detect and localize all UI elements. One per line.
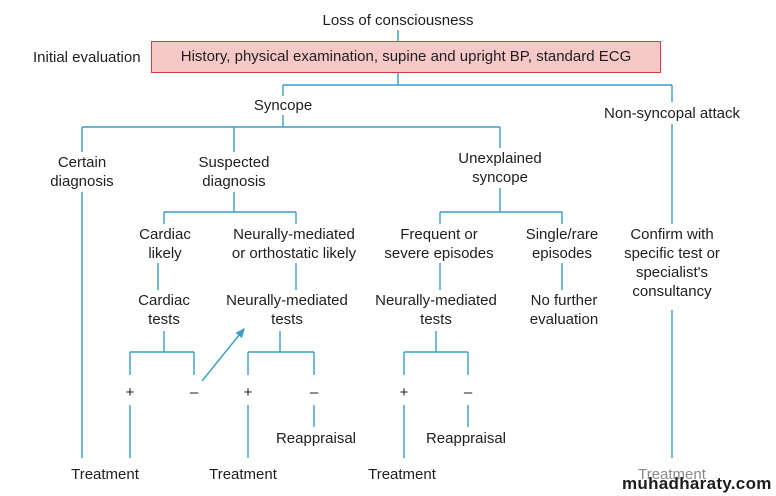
negative-sign: – <box>463 384 473 401</box>
watermark-text: muhadharaty.com <box>622 474 772 493</box>
unexplained-syncope-node: Unexplained syncope <box>458 150 542 186</box>
no-further-evaluation-node: No further evaluation <box>529 292 599 328</box>
neural-tests-node-left: Neurally-mediated tests <box>226 292 348 328</box>
initial-evaluation-label: Initial evaluation <box>33 49 141 66</box>
syncope-node: Syncope <box>253 97 313 114</box>
cardiac-likely-node: Cardiac likely <box>139 226 191 262</box>
negative-sign: – <box>189 384 199 401</box>
positive-sign: + <box>399 384 409 401</box>
treatment-node: Treatment <box>209 466 277 483</box>
single-episodes-node: Single/rare episodes <box>525 226 599 262</box>
certain-diagnosis-node: Certain diagnosis <box>50 154 114 190</box>
positive-sign: + <box>243 384 253 401</box>
retest-arrow <box>201 327 245 382</box>
cardiac-tests-node: Cardiac tests <box>138 292 190 328</box>
neural-likely-node: Neurally-mediated or orthostatic likely <box>231 226 357 262</box>
frequent-episodes-node: Frequent or severe episodes <box>384 226 494 262</box>
confirm-specific-test-node: Confirm with specific test or specialist… <box>624 226 720 300</box>
reappraisal-node: Reappraisal <box>275 430 357 447</box>
initial-evaluation-box: History, physical examination, supine an… <box>151 41 661 73</box>
non-syncopal-node: Non-syncopal attack <box>604 105 740 122</box>
treatment-node: Treatment <box>368 466 436 483</box>
negative-sign: – <box>309 384 319 401</box>
root-node: Loss of consciousness <box>322 12 474 29</box>
reappraisal-node: Reappraisal <box>425 430 507 447</box>
treatment-node: Treatment <box>71 466 139 483</box>
positive-sign: + <box>125 384 135 401</box>
neural-tests-node-right: Neurally-mediated tests <box>375 292 497 328</box>
suspected-diagnosis-node: Suspected diagnosis <box>198 154 270 190</box>
treatment-node: Treatment <box>638 466 706 483</box>
